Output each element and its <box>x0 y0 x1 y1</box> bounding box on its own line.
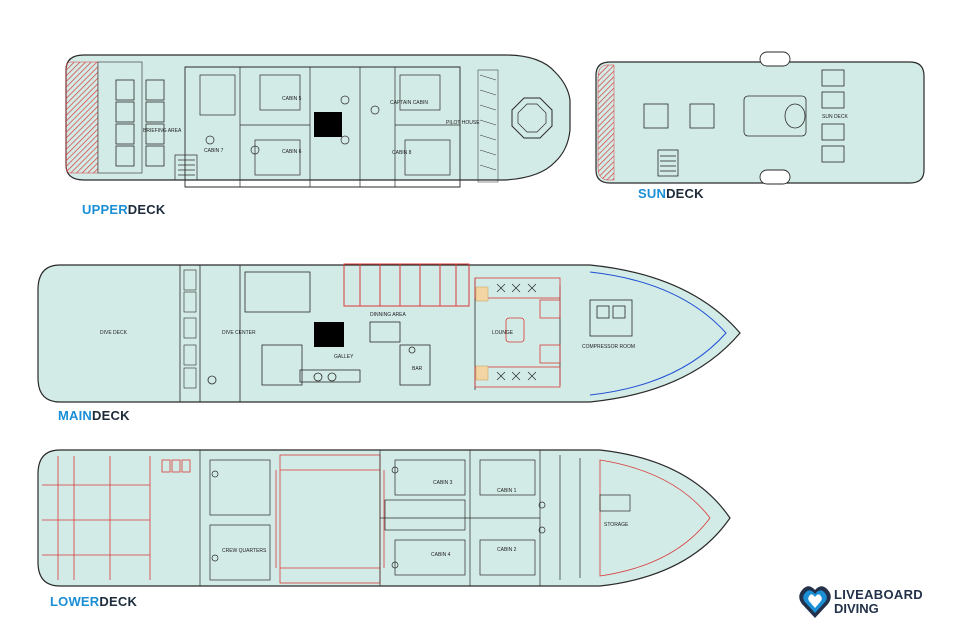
sun-deck-title-accent: SUN <box>638 186 667 201</box>
upper-cabin-block <box>184 66 461 188</box>
room-label-crew: CREW QUARTERS <box>222 548 267 554</box>
sun-deck-hull <box>595 61 925 184</box>
lower-deck-title: LOWERDECK <box>50 594 137 609</box>
liveaboard-logo: LIVEABOARD DIVING <box>798 582 948 628</box>
room-label-lounge: LOUNGE <box>492 330 514 336</box>
main-deck-title-accent: MAIN <box>58 408 93 423</box>
main-deck-title-rest: DECK <box>92 408 130 423</box>
main-stairwell <box>314 322 344 347</box>
main-deck-title: MAINDECK <box>58 408 130 423</box>
room-label-sundeck: SUN DECK <box>822 114 849 120</box>
room-label-bar: BAR <box>412 366 423 372</box>
room-label-cabin8: CABIN 8 <box>392 150 412 156</box>
room-label-compressor: COMPRESSOR ROOM <box>582 344 635 350</box>
room-label-cabin5: CABIN 5 <box>282 96 302 102</box>
sun-deck-title: SUNDECK <box>638 186 704 201</box>
upper-deck-title: UPPERDECK <box>82 202 165 217</box>
room-label-dive-center: DIVE CENTER <box>222 330 256 336</box>
upper-deck-title-rest: DECK <box>127 202 166 217</box>
logo-text: LIVEABOARD DIVING <box>834 588 923 616</box>
upper-deck-title-accent: UPPER <box>82 202 128 217</box>
room-label-cabin3: CABIN 3 <box>433 480 453 486</box>
briefing-seating <box>115 79 165 167</box>
heart-pin-icon <box>799 586 831 618</box>
main-bow-rail <box>589 271 727 396</box>
lower-deck-title-rest: DECK <box>99 594 138 609</box>
room-label-cabin4: CABIN 4 <box>431 552 451 558</box>
room-label-pilot: PILOT HOUSE <box>446 120 480 126</box>
lower-deck-plan: CREW QUARTERS CABIN 3 CABIN 4 CABIN 1 CA… <box>37 449 731 587</box>
room-label-galley: GALLEY <box>334 354 354 360</box>
room-label-cabin6: CABIN 6 <box>282 149 302 155</box>
sun-deck-title-rest: DECK <box>666 186 704 201</box>
logo-line1: LIVEABOARD <box>834 587 923 602</box>
room-label-storage: STORAGE <box>604 522 629 528</box>
room-label-cabin2: CABIN 2 <box>497 547 517 553</box>
room-label-cabin1: CABIN 1 <box>497 488 517 494</box>
upper-stern-rail <box>65 61 99 174</box>
main-deck-hull <box>37 264 741 403</box>
lower-deck-title-accent: LOWER <box>50 594 100 609</box>
room-label-captain: CAPTAIN CABIN <box>390 100 428 106</box>
sun-deck-plan: SUN DECK <box>595 51 925 185</box>
logo-line2: DIVING <box>834 601 879 616</box>
room-label-cabin7: CABIN 7 <box>204 148 224 154</box>
upper-deck-plan: BRIEFING AREA CABIN 7 CABIN 5 CABIN 6 CA… <box>65 54 571 188</box>
main-deck-plan: DIVE DECK DIVE CENTER DINNING AREA GALLE… <box>37 263 741 403</box>
room-label-briefing: BRIEFING AREA <box>143 128 182 134</box>
room-label-dive-deck: DIVE DECK <box>100 330 128 336</box>
helm-octagon <box>511 97 553 139</box>
upper-stairwell <box>314 112 342 137</box>
room-label-dinning: DINNING AREA <box>370 312 407 318</box>
